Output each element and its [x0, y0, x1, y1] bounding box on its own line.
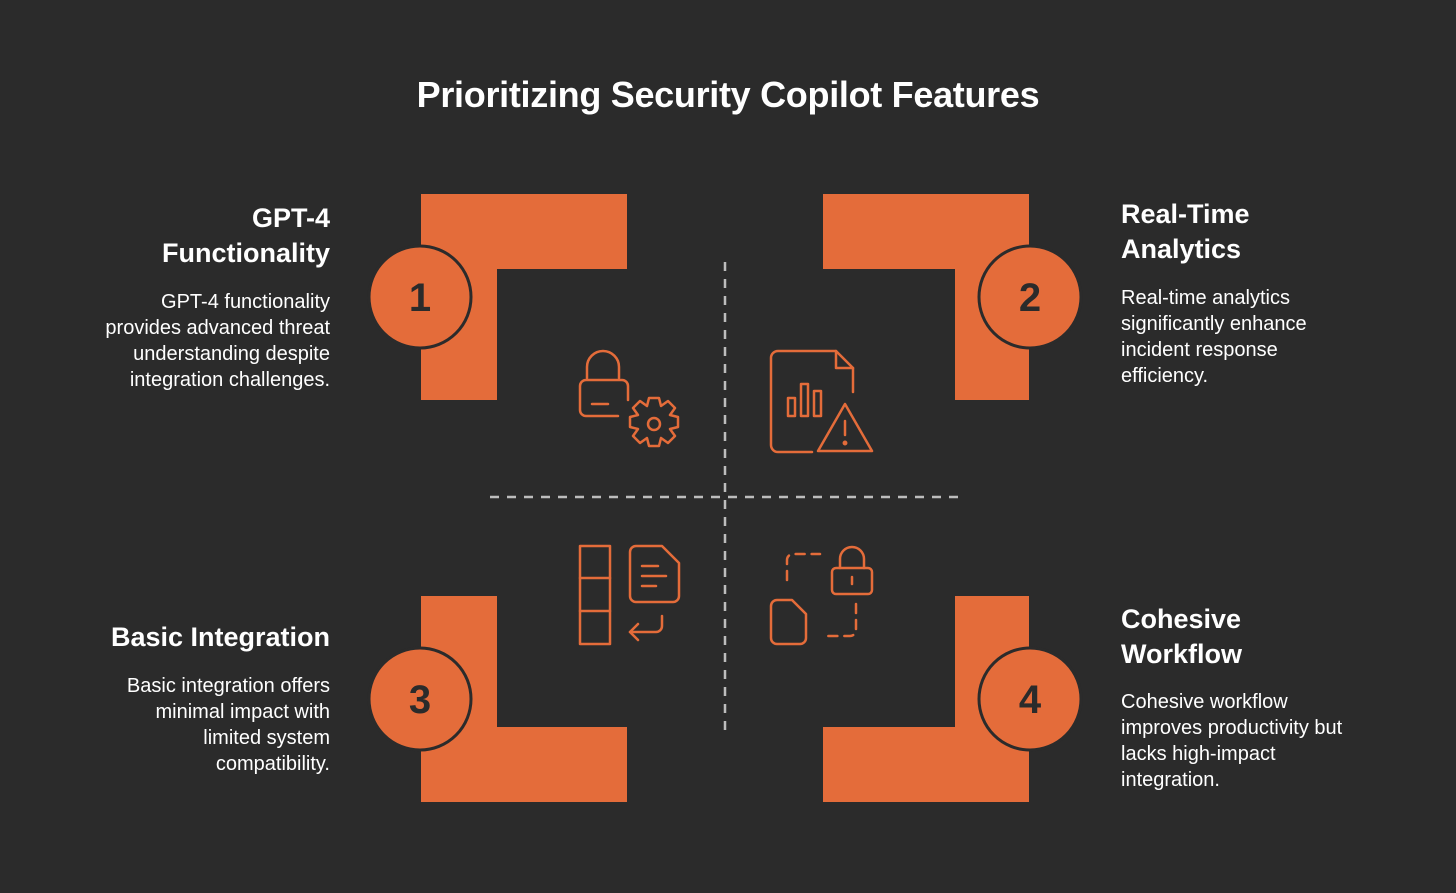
quadrant-4-description: Cohesive workflow improves productivity … [1121, 691, 1343, 791]
number-label-1: 1 [409, 276, 431, 320]
quadrant-4-bracket [823, 596, 1029, 802]
lock-gear-icon [578, 349, 680, 448]
diagram-title: Prioritizing Security Copilot Features [416, 74, 1040, 115]
number-label-2: 2 [1019, 276, 1041, 320]
number-circle-3 [367, 646, 473, 752]
number-circle-4 [977, 646, 1083, 752]
document-lock-transfer-icon [769, 545, 874, 646]
chart-document-warning-icon [769, 349, 874, 454]
quadrant-2-heading: Real-Time Analytics [1121, 199, 1250, 264]
quadrant-2-description: Real-time analytics significantly enhanc… [1121, 287, 1307, 387]
stack-document-return-icon [578, 544, 681, 646]
quadrant-3-description: Basic integration offers minimal impact … [126, 675, 330, 775]
quadrant-1-description: GPT-4 functionality provides advanced th… [105, 291, 330, 391]
quadrant-3-heading: Basic Integration [110, 622, 330, 652]
quadrant-1-bracket [421, 194, 627, 400]
quadrant-4-heading: Cohesive Workflow [1121, 604, 1242, 669]
number-circle-1 [367, 244, 473, 350]
number-label-3: 3 [409, 678, 431, 722]
quadrant-3-bracket [421, 596, 627, 802]
quadrant-1-heading: GPT-4 Functionality [162, 203, 330, 268]
number-label-4: 4 [1019, 678, 1042, 722]
quadrant-2-bracket [823, 194, 1029, 400]
number-circle-2 [977, 244, 1083, 350]
